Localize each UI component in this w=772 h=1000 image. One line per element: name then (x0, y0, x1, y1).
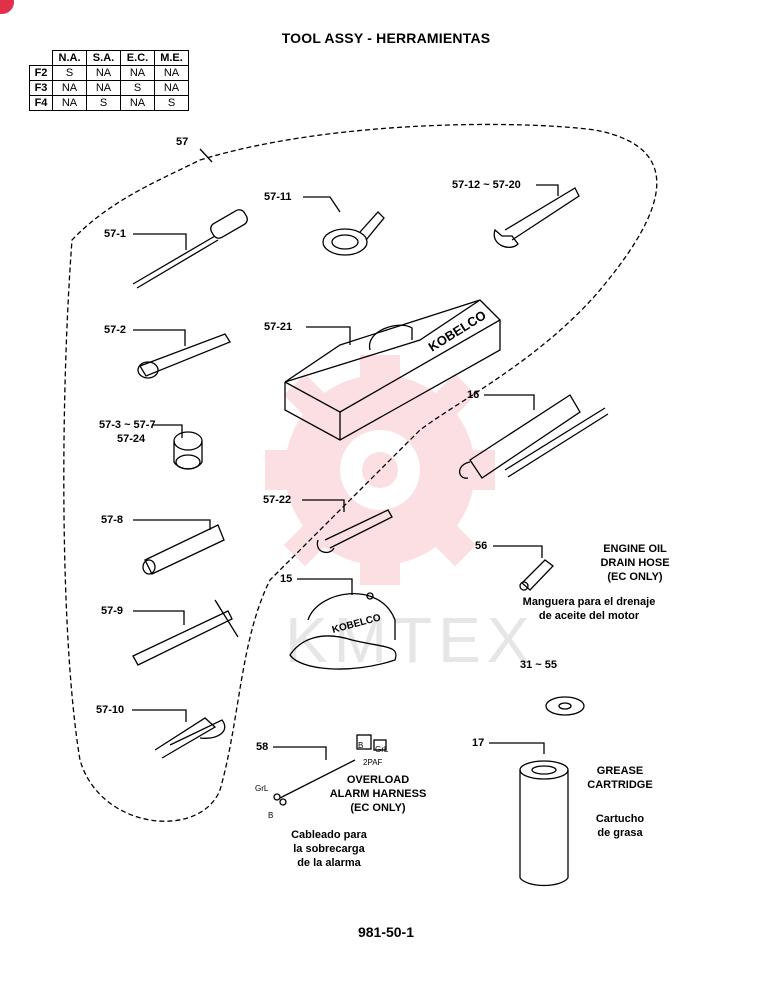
grease-gun-icon (458, 394, 609, 479)
grease-caption: GREASE CARTRIDGE (587, 765, 653, 791)
availability-table: N.A. S.A. E.C. M.E. F2 S NA NA NA F3 NA … (29, 50, 189, 111)
callout-15: 15 (280, 573, 293, 585)
page-number: 981-50-1 (357, 924, 415, 940)
callout-57-10: 57-10 (96, 704, 125, 716)
table-row: F4 NA S NA S (29, 95, 189, 111)
cap-icon (289, 592, 397, 670)
overload-caption: OVERLOAD ALARM HARNESS (EC ONLY) (329, 774, 427, 814)
table-cell: S (154, 95, 189, 111)
callout-31-55: 31 ~ 55 (520, 659, 558, 671)
table-cell: NA (52, 80, 87, 96)
open-wrench-icon (493, 187, 580, 248)
toolbox-icon (284, 299, 502, 441)
alarm-harness-icon (273, 734, 387, 806)
callout-57: 57 (176, 136, 189, 148)
callout-57-2: 57-2 (104, 324, 127, 336)
callout-57-9: 57-9 (101, 605, 124, 617)
flat-wrench-icon (316, 509, 393, 554)
table-cell: NA (52, 95, 87, 111)
ring-wrench-icon (322, 211, 385, 256)
callout-57-21: 57-21 (264, 321, 293, 333)
callout-57-1: 57-1 (104, 228, 127, 240)
callout-57-11: 57-11 (264, 191, 292, 203)
connector-label-grl: GrL (375, 745, 389, 754)
table-cell: NA (154, 65, 189, 81)
table-cell: NA (120, 95, 155, 111)
callout-17: 17 (472, 737, 485, 749)
socket-icon (173, 431, 203, 470)
wire-label-grl: GrL (255, 784, 269, 793)
ratchet-handle-icon (137, 333, 231, 379)
page-title: TOOL ASSY - HERRAMIENTAS (281, 30, 491, 46)
extension-bar-icon (142, 524, 225, 575)
callout-57-12-20: 57-12 ~ 57-20 (452, 179, 521, 191)
table-cell: NA (154, 80, 189, 96)
cap-brand: KOBELCO (331, 612, 382, 636)
table-row: F3 NA NA S NA (29, 80, 189, 96)
cartucho-caption: Cartucho de grasa (595, 813, 645, 839)
watermark-text: KMTEX (285, 604, 536, 676)
callout-57-24: 57-24 (117, 433, 146, 445)
callout-16: 16 (467, 389, 480, 401)
table-header: M.E. (154, 50, 189, 66)
screwdriver-icon (132, 209, 248, 289)
callout-57-22: 57-22 (263, 494, 292, 506)
t-handle-icon (132, 599, 239, 666)
washer-icon (545, 696, 585, 716)
connector-code: 2PAF (363, 758, 383, 767)
cableado-caption: Cableado para la sobrecarga de la alarma (291, 829, 367, 869)
engine-oil-caption: ENGINE OIL DRAIN HOSE (EC ONLY) (600, 543, 670, 583)
row-label: F4 (29, 95, 53, 111)
wire-label-b: B (268, 811, 273, 820)
drain-hose-icon (519, 559, 554, 591)
table-header: E.C. (120, 50, 155, 66)
grease-cartridge-icon (519, 760, 569, 887)
connector-label-b: B (358, 741, 363, 750)
callout-57-8: 57-8 (101, 514, 124, 526)
manguera-caption: Manguera para el drenaje de aceite del m… (522, 596, 656, 622)
callout-57-3-7: 57-3 ~ 57-7 (99, 419, 156, 431)
tool-set-boundary (63, 123, 658, 822)
callout-58: 58 (256, 741, 269, 753)
pliers-icon (154, 717, 226, 759)
callout-56: 56 (475, 540, 488, 552)
